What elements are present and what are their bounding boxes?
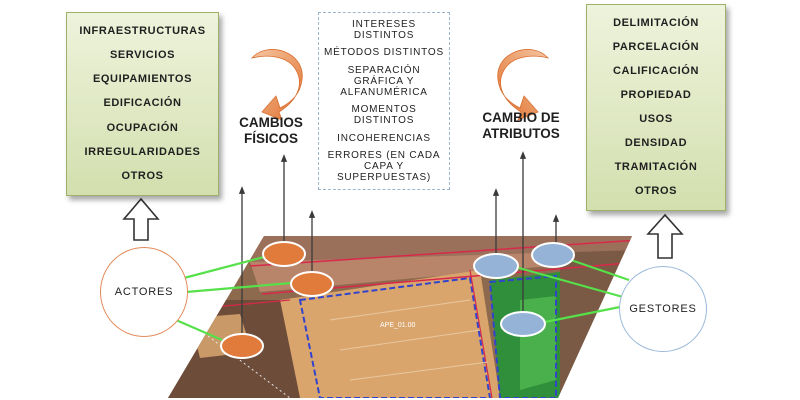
attribute-layer-item: PROPIEDAD bbox=[620, 88, 692, 101]
physical-layer-item: IRREGULARIDADES bbox=[84, 146, 201, 159]
physical-layer-item: SERVICIOS bbox=[109, 48, 176, 61]
physical-layer-item: EDIFICACIÓN bbox=[103, 97, 182, 110]
physical-layer-item: EQUIPAMIENTOS bbox=[92, 73, 193, 86]
map-zone-label: APE_01.00 bbox=[380, 322, 416, 329]
attribute-layer-item: OTROS bbox=[634, 185, 678, 198]
connector-lines bbox=[175, 255, 630, 342]
hollow-up-arrow-right-icon bbox=[646, 213, 684, 259]
physical-changes-heading: CAMBIOS FÍSICOS bbox=[239, 115, 303, 146]
managers-circle: GESTORES bbox=[619, 266, 707, 352]
gestor-node bbox=[500, 311, 546, 337]
physical-layer-item: OCUPACIÓN bbox=[106, 121, 179, 134]
gestor-node bbox=[531, 242, 575, 268]
issue-item: MOMENTOS DISTINTOS bbox=[351, 104, 417, 127]
actor-node bbox=[262, 241, 306, 267]
actor-node bbox=[220, 333, 264, 359]
hollow-up-arrow-left-icon bbox=[122, 197, 160, 241]
swirl-arrow-left-icon bbox=[250, 49, 303, 121]
issues-box: INTERESES DISTINTOS MÉTODOS DISTINTOS SE… bbox=[318, 12, 450, 190]
actors-circle: ACTORES bbox=[100, 247, 188, 337]
attribute-layer-item: TRAMITACIÓN bbox=[614, 161, 698, 174]
attribute-layer-item: CALIFICACIÓN bbox=[612, 64, 700, 77]
gestor-node bbox=[473, 253, 519, 279]
actor-node bbox=[290, 271, 334, 297]
attribute-change-heading: CAMBIO DE ATRIBUTOS bbox=[482, 110, 560, 141]
managers-label: GESTORES bbox=[629, 303, 697, 315]
attribute-layer-item: DELIMITACIÓN bbox=[613, 16, 699, 29]
issue-item: MÉTODOS DISTINTOS bbox=[324, 47, 444, 59]
swirl-arrow-right-icon bbox=[497, 49, 550, 121]
attribute-layer-item: PARCELACIÓN bbox=[612, 40, 700, 53]
physical-layer-item: OTROS bbox=[121, 170, 164, 183]
attribute-layers-box: DELIMITACIÓN PARCELACIÓN CALIFICACIÓN PR… bbox=[586, 4, 726, 211]
attribute-layer-item: USOS bbox=[639, 113, 673, 126]
attribute-layer-item: DENSIDAD bbox=[624, 137, 688, 150]
actors-label: ACTORES bbox=[114, 286, 174, 298]
issue-item: ERRORES (EN CADA CAPA Y SUPERPUESTAS) bbox=[327, 149, 441, 183]
issue-item: SEPARACIÓN GRÁFICA Y ALFANUMÉRICA bbox=[340, 64, 428, 98]
vertical-arrows bbox=[238, 151, 560, 340]
physical-layer-item: INFRAESTRUCTURAS bbox=[79, 24, 206, 37]
issue-item: INCOHERENCIAS bbox=[337, 132, 431, 144]
issue-item: INTERESES DISTINTOS bbox=[352, 19, 416, 41]
physical-layers-box: INFRAESTRUCTURAS SERVICIOS EQUIPAMIENTOS… bbox=[66, 12, 219, 196]
